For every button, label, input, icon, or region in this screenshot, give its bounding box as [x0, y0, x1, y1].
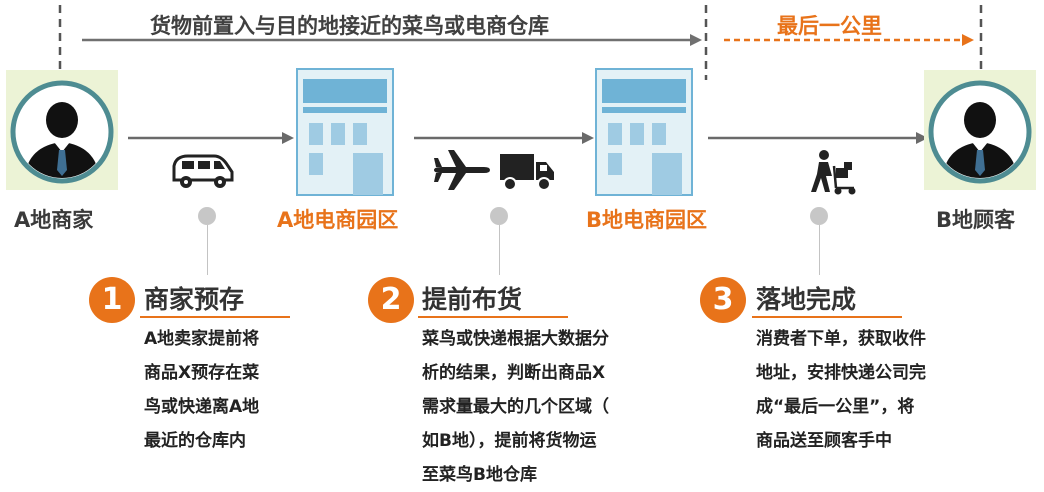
step-2-dot: [490, 207, 508, 225]
truck-icon: [500, 154, 554, 191]
step-1-title: 商家预存: [144, 285, 245, 314]
warehouse-a-icon: [295, 67, 395, 197]
step-2-underline: [418, 316, 568, 318]
node-label-merchant: A地商家: [14, 208, 94, 232]
step-3-line: 消费者下单，获取收件: [756, 329, 926, 349]
step-3-description: 消费者下单，获取收件 地址，安排快递公司完 成“最后一公里”，将 商品送至顾客手…: [756, 322, 926, 458]
step-3-connector: [819, 225, 820, 275]
step-2-line: 至菜鸟B地仓库: [422, 465, 537, 485]
step-1-number-badge: 1: [89, 277, 135, 323]
step-3-line: 地址，安排快递公司完: [756, 363, 926, 383]
step-3-line: 成“最后一公里”，将: [756, 397, 915, 417]
step-1-line: 最近的仓库内: [144, 431, 246, 451]
person-icon: [928, 80, 1032, 184]
step-2-line: 菜鸟或快递根据大数据分: [422, 329, 609, 349]
step-2-line: 需求量最大的几个区域（: [422, 397, 609, 417]
step-2-title: 提前布货: [422, 285, 523, 314]
step-3-number-badge: 3: [700, 277, 746, 323]
step-3-dot: [810, 207, 828, 225]
step-2-description: 菜鸟或快递根据大数据分 析的结果，判断出商品X 需求量最大的几个区域（ 如B地）…: [422, 322, 609, 492]
step-3-underline: [752, 316, 902, 318]
step-1-line: A地卖家提前将: [144, 329, 260, 349]
step-1-connector: [207, 225, 208, 275]
van-icon: [172, 154, 234, 188]
node-label-park-b: B地电商园区: [586, 208, 708, 232]
airplane-icon: [434, 150, 490, 190]
step-1-dot: [198, 207, 216, 225]
step-3-line: 商品送至顾客手中: [756, 431, 892, 451]
step-1-underline: [140, 316, 290, 318]
step-1-description: A地卖家提前将 商品X预存在菜 鸟或快递离A地 最近的仓库内: [144, 322, 259, 458]
warehouse-b-icon: [594, 67, 694, 197]
merchant-avatar: [6, 70, 118, 190]
step-1-line: 商品X预存在菜: [144, 363, 260, 383]
step-1-line: 鸟或快递离A地: [144, 397, 260, 417]
node-label-park-a: A地电商园区: [277, 208, 399, 232]
customer-avatar: [924, 70, 1036, 190]
last-mile-caption: 最后一公里: [777, 14, 882, 38]
step-2-line: 如B地），提前将货物运: [422, 431, 597, 451]
step-2-line: 析的结果，判断出商品X: [422, 363, 606, 383]
step-3-title: 落地完成: [756, 285, 857, 314]
courier-icon: [811, 150, 856, 195]
pre-stock-caption: 货物前置入与目的地接近的菜鸟或电商仓库: [150, 14, 549, 38]
step-2-number-badge: 2: [368, 277, 414, 323]
person-icon: [10, 80, 114, 184]
step-2-connector: [499, 225, 500, 275]
node-label-customer: B地顾客: [936, 208, 1016, 232]
